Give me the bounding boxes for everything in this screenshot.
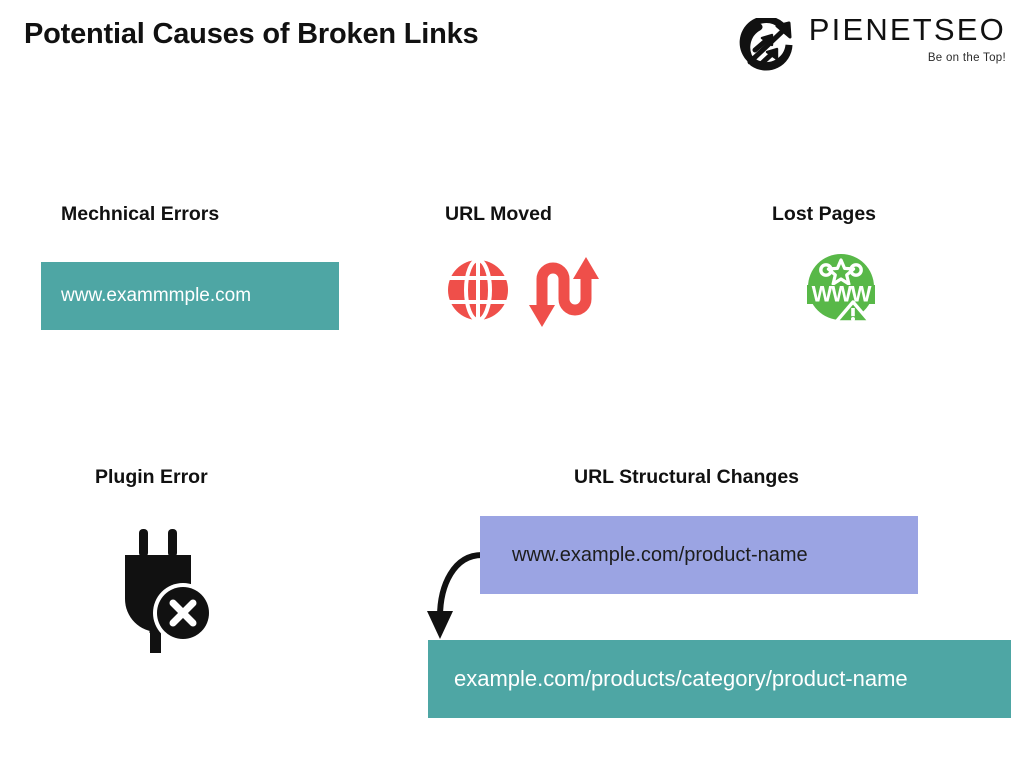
mechanical-errors-url-box: www.exammmple.com — [41, 262, 339, 330]
mechanical-errors-url-text: www.exammmple.com — [61, 285, 252, 306]
brand-tagline: Be on the Top! — [927, 52, 1006, 64]
section-heading-url-moved: URL Moved — [445, 203, 552, 225]
section-heading-mechanical-errors: Mechnical Errors — [61, 203, 220, 225]
globe-icon — [446, 258, 510, 327]
curved-down-arrow-icon — [420, 505, 500, 655]
section-heading-url-structural-changes: URL Structural Changes — [574, 466, 800, 488]
url-structural-new-box: example.com/products/category/product-na… — [428, 640, 1011, 718]
svg-text:WWW: WWW — [812, 282, 872, 307]
url-structural-old-box: www.example.com/product-name — [480, 516, 918, 594]
circular-arrows-icon — [737, 16, 799, 79]
plug-error-icon — [121, 529, 213, 658]
section-heading-lost-pages: Lost Pages — [772, 203, 877, 225]
brand-wordmark: PIENETSEO — [808, 12, 1006, 47]
brand-logo: PIENETSEO Be on the Top! — [737, 14, 1006, 79]
swap-arrows-icon — [527, 253, 599, 334]
section-heading-plugin-error: Plugin Error — [95, 466, 208, 488]
www-warning-badge-icon: WWW — [806, 252, 876, 327]
url-structural-old-text: www.example.com/product-name — [512, 543, 808, 566]
page-title: Potential Causes of Broken Links — [24, 18, 479, 50]
url-structural-new-text: example.com/products/category/product-na… — [454, 666, 908, 691]
